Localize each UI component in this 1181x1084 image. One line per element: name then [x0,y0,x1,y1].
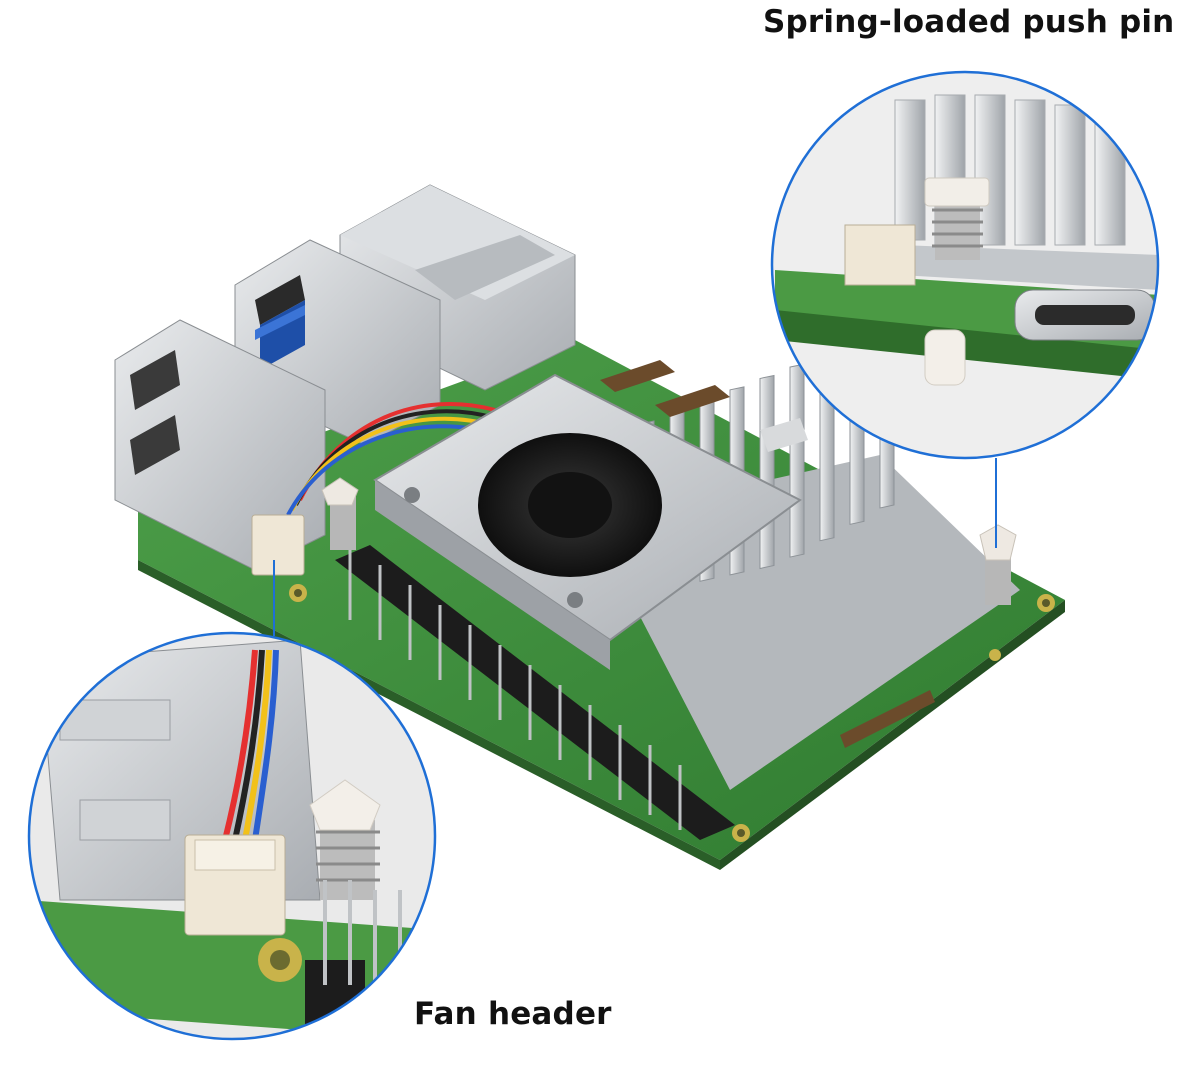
fan-header-label: Fan header [414,996,612,1032]
raspberry-pi-board [114,184,1065,870]
push-pin-left [321,477,359,550]
camera-connectors [600,360,935,748]
push-pin-right [979,524,1017,605]
push-pin-zoom-callout [770,70,1160,460]
callout-ring-bottom [27,631,437,1041]
usb-port-lower [114,319,326,571]
cooling-fan [373,373,802,670]
gpio-header [335,545,735,840]
push-pin-label: Spring-loaded push pin [763,4,1175,40]
fan-header-zoom-callout [27,631,437,1041]
callout-ring-top [770,70,1160,460]
